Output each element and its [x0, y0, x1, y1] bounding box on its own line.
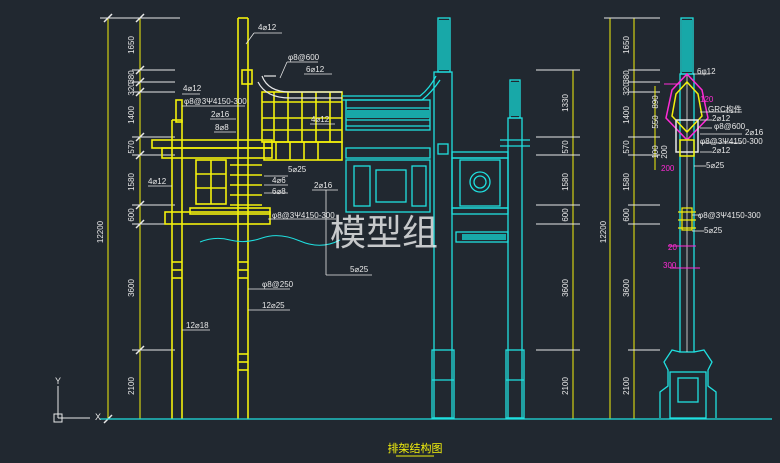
label-r1: 6φ12 [697, 67, 716, 76]
right-dimension-chain [604, 17, 660, 419]
label-l5: φ8@3Ψ4150-300 [184, 97, 247, 106]
right-magenta-marks [664, 83, 700, 269]
label-l4: 4⌀12 [183, 84, 202, 93]
left-dim-5: 570 [127, 140, 136, 154]
right-dimension-labels: 12200 1650 380 320 1400 570 1580 600 360… [599, 36, 669, 395]
label-l10: 5⌀25 [288, 165, 307, 174]
right-dim-7: 600 [622, 208, 631, 222]
drawing-title: 排架结构图 [388, 441, 443, 455]
label-l7: 4⌀12 [311, 115, 330, 124]
right-dim-1: 1650 [622, 36, 631, 54]
center-elevation [342, 17, 530, 419]
label-l11: 4⌀6 [272, 176, 286, 185]
label-r13: 20 [668, 243, 677, 252]
axis-x-label: X [95, 412, 101, 422]
label-l2: φ8@600 [288, 53, 320, 62]
grc-roof [665, 72, 709, 157]
label-l8: 8⌀8 [215, 123, 229, 132]
label-l15: 5⌀25 [350, 265, 369, 274]
label-r9: 5⌀25 [706, 161, 725, 170]
label-l9: 4⌀12 [148, 177, 167, 186]
center-dim-6: 2100 [561, 377, 570, 395]
center-dimension-labels: 1330 570 1580 600 3600 2100 [561, 94, 570, 395]
right-dim-8: 3600 [622, 279, 631, 297]
right-dim-2: 380 [622, 70, 631, 84]
label-l16: φ8@250 [262, 280, 294, 289]
left-labels: 4⌀12 φ8@600 6⌀12 4⌀12 φ8@3Ψ4150-300 2⌀16… [148, 23, 369, 330]
label-r10: 200 [661, 164, 675, 173]
left-roof-curve [257, 75, 342, 99]
label-r11: φ8@3Ψ4150-300 [698, 211, 761, 220]
left-dim-3: 320 [127, 82, 136, 96]
center-dim-5: 3600 [561, 279, 570, 297]
label-l6: 2⌀16 [211, 110, 230, 119]
ucs-axis-icon [53, 386, 90, 423]
left-section-frame [151, 17, 343, 419]
right-dim-4: 1400 [622, 106, 631, 124]
left-dim-6: 1580 [127, 173, 136, 191]
right-inner-dim-2: 550 [651, 115, 660, 129]
left-dim-7: 600 [127, 208, 136, 222]
right-inner-dim-3: 100 [651, 145, 660, 159]
label-l18: 12⌀18 [186, 321, 209, 330]
label-r7: φ8@3Ψ4150-300 [700, 137, 763, 146]
left-dim-1: 1650 [127, 36, 136, 54]
left-dim-4: 1400 [127, 106, 136, 124]
center-dim-4: 600 [561, 208, 570, 222]
watermark: 模型组 [330, 212, 438, 253]
right-total-dim: 12200 [599, 220, 608, 243]
ground-contour [199, 235, 341, 246]
left-dimension-labels: 12200 1650 380 320 1400 570 1580 600 360… [96, 36, 136, 395]
label-r4: 2⌀12 [712, 114, 731, 123]
left-total-dim: 12200 [96, 220, 105, 243]
label-l17: 12⌀25 [262, 301, 285, 310]
label-l1: 4⌀12 [258, 23, 277, 32]
right-dim-9: 2100 [622, 377, 631, 395]
center-dim-2: 570 [561, 140, 570, 154]
label-l13: 2⌀16 [314, 181, 333, 190]
label-r6: 2⌀16 [745, 128, 764, 137]
label-r8: 2⌀12 [712, 146, 731, 155]
label-l12: 6⌀8 [272, 187, 286, 196]
center-carving [346, 20, 520, 240]
right-labels: 6φ12 120 GRC构件 2⌀12 φ8@600 2⌀16 φ8@3Ψ415… [661, 67, 764, 270]
right-dim-3: 320 [622, 82, 631, 96]
right-crest-carving [682, 20, 692, 72]
left-leaders [148, 32, 372, 331]
left-dim-8: 3600 [127, 279, 136, 297]
label-l14: φ8@3Ψ4150-300 [272, 211, 335, 220]
right-dim-6: 1580 [622, 173, 631, 191]
label-r3: GRC构件 [708, 104, 742, 114]
grc-stirrups [678, 207, 696, 231]
left-dim-2: 380 [127, 70, 136, 84]
right-inner-dim-1: 890 [651, 95, 660, 109]
left-dim-9: 2100 [127, 377, 136, 395]
label-r12: 5⌀25 [704, 226, 723, 235]
label-r5: φ8@600 [714, 122, 746, 131]
label-r14: 300 [663, 261, 677, 270]
right-leaders [692, 73, 742, 232]
center-dim-1: 1330 [561, 94, 570, 112]
label-l3: 6⌀12 [306, 65, 325, 74]
center-dimension-chain [536, 69, 580, 419]
center-dim-3: 1580 [561, 173, 570, 191]
label-r2: 120 [700, 95, 714, 104]
right-inner-dim-4: 200 [660, 145, 669, 159]
right-dim-5: 570 [622, 140, 631, 154]
axis-y-label: Y [55, 376, 61, 386]
